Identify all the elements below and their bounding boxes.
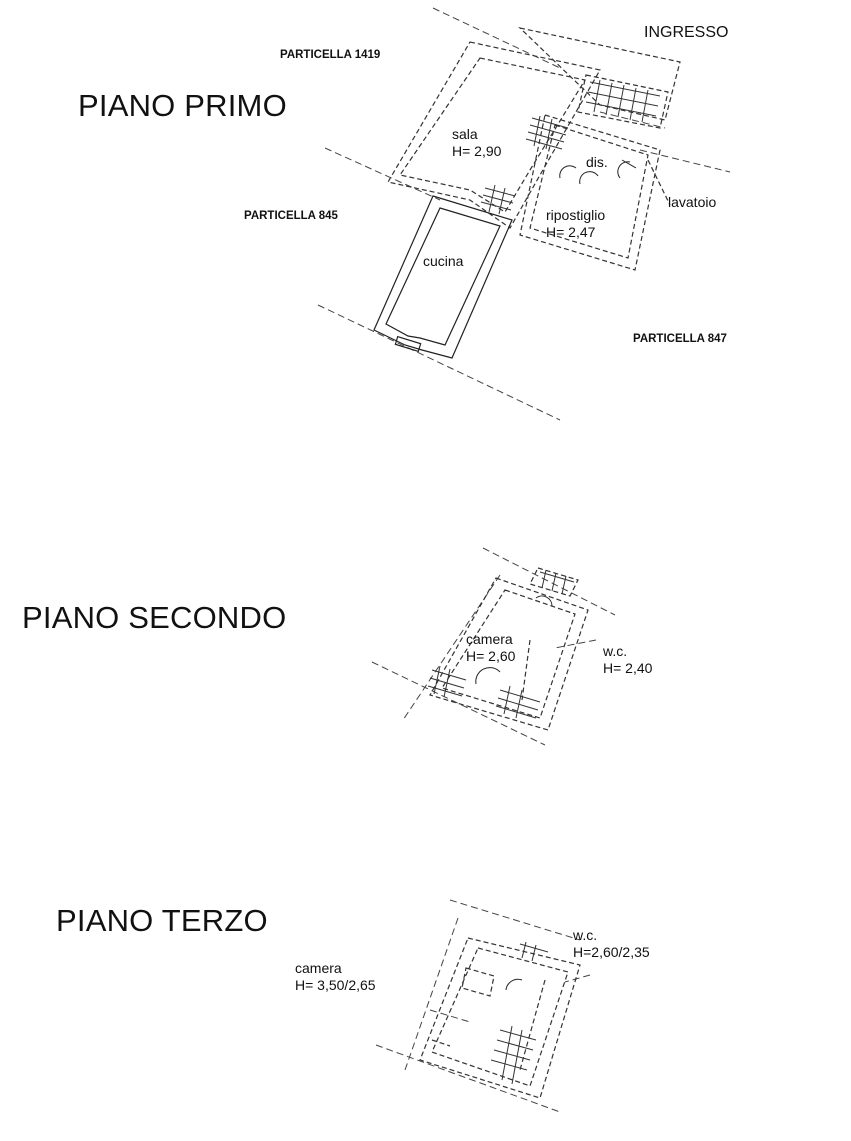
room-cucina: cucina <box>423 253 463 270</box>
room-sala: sala H= 2,90 <box>452 126 501 160</box>
room-name: camera <box>466 631 513 647</box>
parcel-label-847: PARTICELLA 847 <box>633 333 727 345</box>
room-dis: dis. <box>586 154 608 171</box>
piano-primo-plan <box>317 7 731 421</box>
room-lavatoio: lavatoio <box>668 194 716 211</box>
room-height: H= 2,90 <box>452 143 502 159</box>
room-camera-terzo: camera H= 3,50/2,65 <box>295 960 376 994</box>
room-camera-secondo: camera H= 2,60 <box>466 631 515 665</box>
parcel-label-1419: PARTICELLA 1419 <box>280 49 381 61</box>
room-name: lavatoio <box>668 194 717 210</box>
piano-secondo-plan <box>371 547 616 746</box>
room-name: ripostiglio <box>546 207 606 223</box>
room-name: dis. <box>586 154 608 170</box>
room-name: camera <box>295 960 342 976</box>
room-ripostiglio: ripostiglio H= 2,47 <box>546 207 605 241</box>
room-wc-secondo: w.c. H= 2,40 <box>603 643 652 677</box>
room-name: sala <box>452 126 478 142</box>
room-height: H= 2,60 <box>466 648 516 664</box>
room-height: H= 3,50/2,65 <box>295 977 376 993</box>
room-name: w.c. <box>573 927 598 943</box>
piano-terzo-plan <box>375 899 591 1113</box>
room-height: H= 2,40 <box>603 660 653 676</box>
room-wc-terzo: w.c. H=2,60/2,35 <box>573 927 650 961</box>
parcel-label-845: PARTICELLA 845 <box>244 210 338 222</box>
room-name: w.c. <box>603 643 628 659</box>
room-height: H= 2,47 <box>546 224 596 240</box>
piano-primo-title: PIANO PRIMO <box>78 88 287 123</box>
piano-terzo-title: PIANO TERZO <box>56 903 268 938</box>
piano-secondo-title: PIANO SECONDO <box>22 600 287 635</box>
room-height: H=2,60/2,35 <box>573 944 650 960</box>
ingresso-label: INGRESSO <box>644 24 729 41</box>
room-name: cucina <box>423 253 464 269</box>
